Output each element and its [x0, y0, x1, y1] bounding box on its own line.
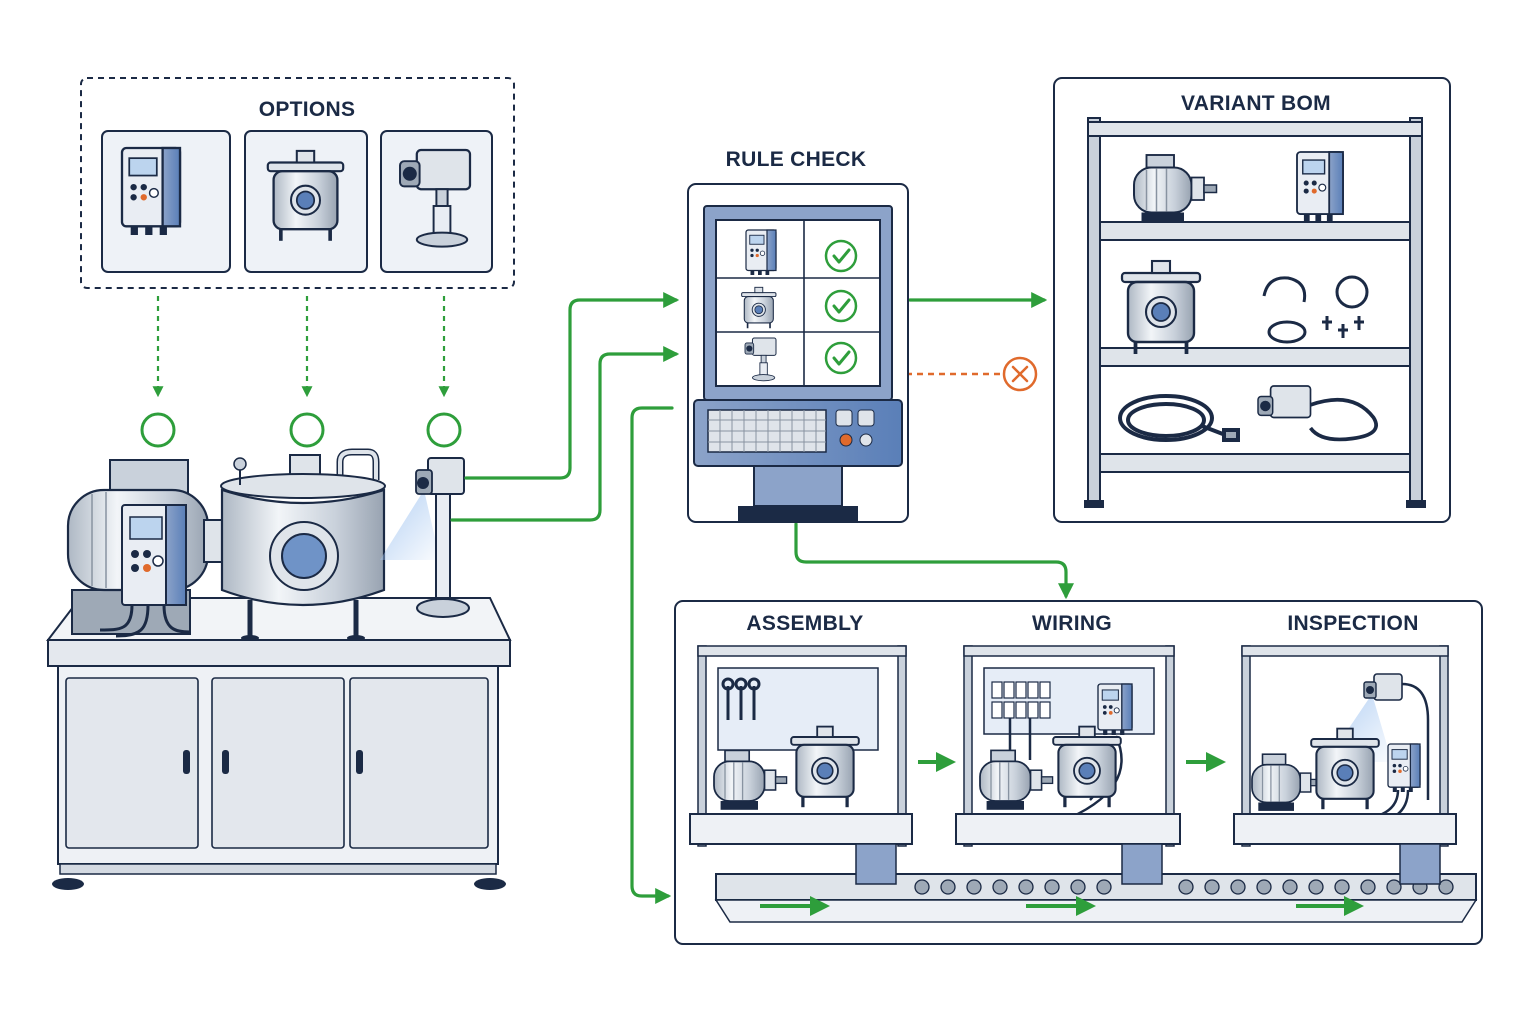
variant-bom-panel: VARIANT BOM	[1053, 77, 1451, 523]
vessel-icon	[1051, 724, 1123, 809]
line-flow-arrows	[760, 752, 1364, 916]
wiring-title: WIRING	[1032, 612, 1112, 635]
slot-vessel	[289, 412, 325, 448]
assembly-station	[689, 645, 913, 885]
options-panel: OPTIONS	[80, 77, 515, 289]
conveyor	[714, 873, 1478, 923]
wiring-station	[955, 645, 1181, 885]
options-title: OPTIONS	[259, 98, 356, 121]
terminal-block-icon	[991, 681, 1051, 719]
vessel-icon	[1309, 726, 1381, 811]
bom-shelf	[1084, 117, 1426, 508]
controller-icon	[1097, 683, 1133, 736]
rejected-path	[906, 356, 1038, 392]
option-slots	[140, 412, 462, 448]
check-icon	[824, 289, 858, 323]
arrow-post-to-rulecheck	[450, 346, 680, 522]
controller-icon	[1387, 743, 1421, 793]
assembly-title: ASSEMBLY	[746, 612, 863, 635]
cable-icon	[1118, 394, 1240, 442]
clamp-parts-icon	[1262, 275, 1369, 344]
slot-controller	[140, 412, 176, 448]
arrow-to-production-line	[630, 406, 674, 904]
cabinet-table	[45, 597, 512, 890]
vessel-icon	[789, 724, 861, 809]
vessel-icon	[265, 149, 346, 243]
machine-controller	[99, 504, 191, 638]
inspection-title: INSPECTION	[1287, 612, 1418, 635]
arrow-camera-to-rulecheck	[464, 292, 680, 480]
machine-vessel	[220, 448, 386, 641]
controller-icon	[745, 229, 777, 276]
option-card-controller[interactable]	[101, 130, 231, 273]
controller-icon	[120, 146, 182, 237]
slot-camera	[426, 412, 462, 448]
kiosk-keyboard[interactable]	[693, 399, 903, 467]
option-card-camera[interactable]	[380, 130, 493, 273]
option-card-vessel[interactable]	[244, 130, 368, 273]
variant-bom-title: VARIANT BOM	[1181, 92, 1331, 115]
camera-icon	[1373, 673, 1403, 701]
production-line-panel: ASSEMBLY WIRING INSPECTION	[674, 600, 1483, 945]
x-circle-icon	[1002, 356, 1038, 392]
machine-camera	[380, 457, 470, 618]
check-icon	[824, 239, 858, 273]
vessel-icon	[740, 286, 777, 330]
rule-check-title: RULE CHECK	[726, 148, 867, 171]
inspection-station	[1233, 645, 1457, 885]
configured-machine	[45, 448, 512, 890]
controller-icon	[1296, 151, 1344, 222]
wrench-icon	[721, 677, 761, 720]
option-drop-arrows	[152, 296, 450, 398]
check-icon	[824, 341, 858, 375]
vessel-icon	[1120, 259, 1202, 356]
arrow-rulecheck-to-assembly	[794, 522, 1074, 600]
rule-check-panel: RULE CHECK	[687, 148, 909, 523]
routing-arrows	[450, 292, 1074, 904]
camera-icon	[1257, 385, 1378, 442]
